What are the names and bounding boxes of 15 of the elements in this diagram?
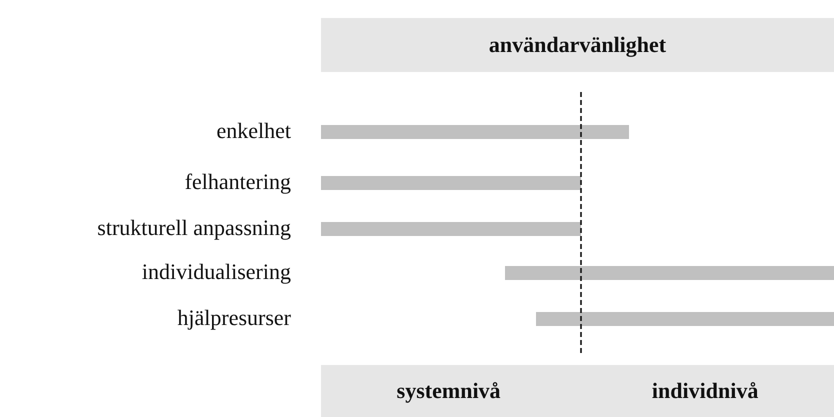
band-heading: individnivå — [652, 378, 758, 404]
header-band — [321, 365, 834, 417]
range-bar — [536, 312, 834, 326]
band-heading: användarvänlighet — [488, 32, 666, 58]
row-label: strukturell anpassning — [97, 215, 291, 241]
range-bar — [321, 125, 629, 139]
header-band — [321, 18, 834, 72]
row-label: hjälpresurser — [177, 305, 291, 331]
range-bar — [321, 222, 581, 236]
range-bar — [321, 176, 581, 190]
range-bar — [505, 266, 834, 280]
row-label: felhantering — [184, 169, 291, 195]
row-label: individualisering — [142, 259, 291, 285]
row-label: enkelhet — [216, 118, 291, 144]
band-heading: systemnivå — [396, 378, 501, 404]
